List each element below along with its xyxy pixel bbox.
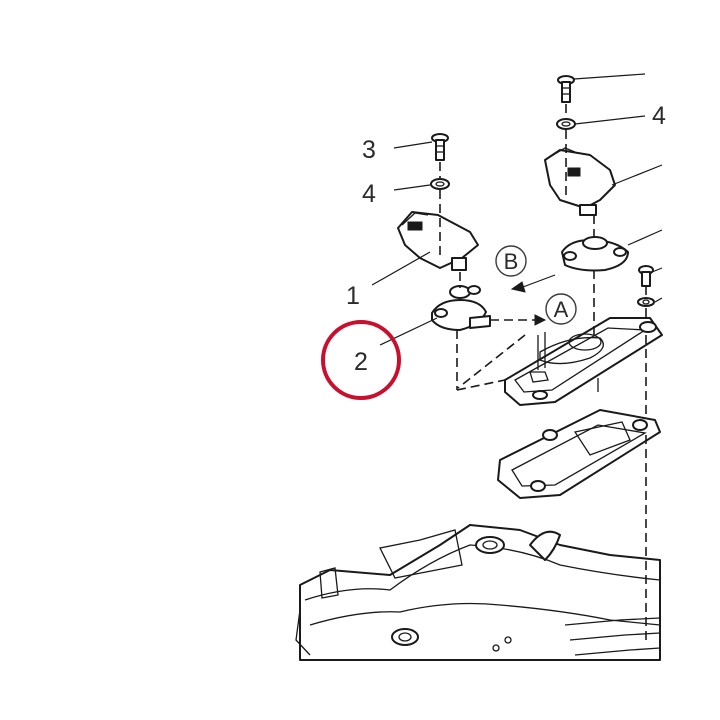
- callout-part-2: 2: [354, 348, 368, 376]
- right-plate-screw: [637, 265, 655, 640]
- gasket-plate: [497, 409, 661, 499]
- assembly-guides: [457, 274, 556, 389]
- view-marker-b: B: [495, 245, 527, 277]
- highlight-circle: [321, 320, 401, 400]
- leader-lines: [371, 73, 663, 346]
- left-sensor-assembly: [397, 133, 506, 391]
- callout-part-1: 1: [346, 282, 360, 310]
- view-marker-b-label: B: [504, 249, 519, 274]
- mounting-plate: [504, 317, 663, 406]
- right-sensor-assembly: [544, 75, 629, 340]
- callout-part-4: 4: [362, 180, 376, 208]
- lower-housing: [295, 524, 661, 661]
- view-marker-a-label: A: [554, 297, 569, 322]
- view-marker-a: A: [545, 293, 577, 325]
- callout-part-4-right: 4: [652, 102, 666, 130]
- callout-part-3: 3: [362, 136, 376, 164]
